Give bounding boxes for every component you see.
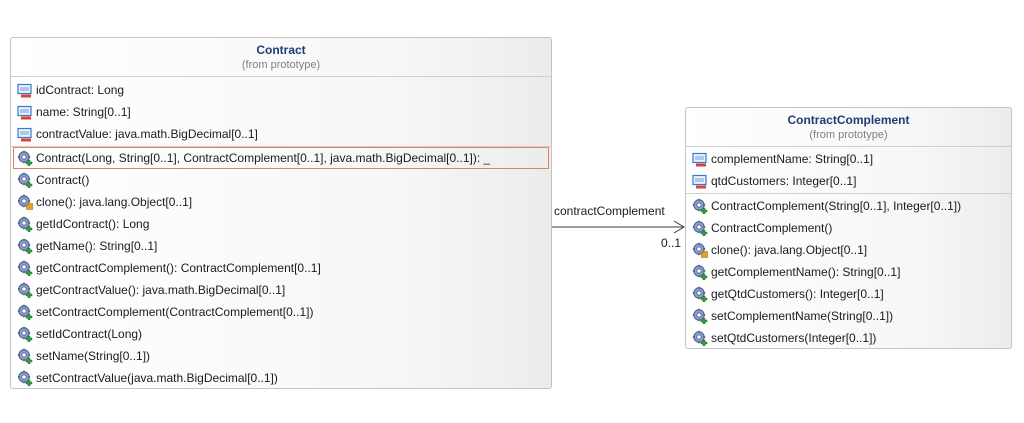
operation-label: getQtdCustomers(): Integer[0..1]	[711, 287, 884, 301]
operation-icon	[17, 172, 33, 189]
operation-label: getContractComplement(): ContractComplem…	[36, 261, 321, 275]
contract-class[interactable]: Contract (from prototype) idContract: Lo…	[10, 37, 552, 389]
operation-row[interactable]: Contract(Long, String[0..1], ContractCom…	[13, 147, 549, 169]
operation-label: setComplementName(String[0..1])	[711, 309, 894, 323]
operation-icon	[692, 220, 708, 237]
operation-label: setContractComplement(ContractComplement…	[36, 305, 314, 319]
operation-icon	[17, 216, 33, 233]
attribute-icon	[17, 104, 33, 120]
attribute-label: complementName: String[0..1]	[711, 152, 874, 166]
attribute-icon	[17, 82, 33, 98]
attribute-row[interactable]: complementName: String[0..1]	[686, 148, 1011, 170]
operation-row[interactable]: setName(String[0..1])	[11, 345, 551, 367]
operation-row[interactable]: setComplementName(String[0..1])	[686, 305, 1011, 327]
operation-row[interactable]: getIdContract(): Long	[11, 213, 551, 235]
operation-icon	[17, 238, 33, 255]
contract-complement-class[interactable]: ContractComplement (from prototype) comp…	[685, 107, 1012, 349]
operation-label: ContractComplement(String[0..1], Integer…	[711, 199, 962, 213]
operation-label: getIdContract(): Long	[36, 217, 150, 231]
attribute-row[interactable]: name: String[0..1]	[11, 101, 551, 123]
operation-row[interactable]: getContractValue(): java.math.BigDecimal…	[11, 279, 551, 301]
operation-row[interactable]: setContractValue(java.math.BigDecimal[0.…	[11, 367, 551, 389]
operation-row[interactable]: setQtdCustomers(Integer[0..1])	[686, 327, 1011, 349]
operation-icon	[17, 260, 33, 277]
operation-label: getComplementName(): String[0..1]	[711, 265, 901, 279]
operation-label: setIdContract(Long)	[36, 327, 143, 341]
operation-icon	[692, 308, 708, 325]
operation-label: setName(String[0..1])	[36, 349, 151, 363]
class-stereotype: (from prototype)	[809, 129, 888, 141]
class-header: Contract (from prototype)	[11, 38, 551, 77]
protected-operation-icon	[17, 194, 33, 210]
operation-icon	[17, 348, 33, 365]
operation-icon	[17, 304, 33, 321]
attributes-compartment: complementName: String[0..1] qtdCustomers…	[686, 147, 1011, 194]
operation-label: Contract()	[36, 173, 90, 187]
navigability-arrow-icon	[673, 220, 685, 234]
operation-icon	[17, 326, 33, 343]
operation-icon	[17, 150, 33, 167]
operation-icon	[692, 330, 708, 347]
attribute-icon	[17, 126, 33, 142]
attribute-label: contractValue: java.math.BigDecimal[0..1…	[36, 127, 258, 141]
operation-row[interactable]: setContractComplement(ContractComplement…	[11, 301, 551, 323]
attribute-icon	[692, 173, 708, 189]
class-name: ContractComplement	[787, 113, 910, 127]
operation-row[interactable]: getContractComplement(): ContractComplem…	[11, 257, 551, 279]
operation-row[interactable]: clone(): java.lang.Object[0..1]	[11, 191, 551, 213]
operation-label: getName(): String[0..1]	[36, 239, 158, 253]
attribute-row[interactable]: qtdCustomers: Integer[0..1]	[686, 170, 1011, 192]
attribute-label: qtdCustomers: Integer[0..1]	[711, 174, 857, 188]
operation-label: clone(): java.lang.Object[0..1]	[711, 243, 868, 257]
operation-label: setContractValue(java.math.BigDecimal[0.…	[36, 371, 278, 385]
attributes-compartment: idContract: Long name: String[0..1] contra…	[11, 77, 551, 147]
operation-row[interactable]: setIdContract(Long)	[11, 323, 551, 345]
association-role-label[interactable]: contractComplement	[554, 204, 665, 218]
operation-icon	[692, 198, 708, 215]
operation-label: clone(): java.lang.Object[0..1]	[36, 195, 193, 209]
operation-row[interactable]: clone(): java.lang.Object[0..1]	[686, 239, 1011, 261]
operation-label: ContractComplement()	[711, 221, 833, 235]
operation-row[interactable]: getComplementName(): String[0..1]	[686, 261, 1011, 283]
operation-row[interactable]: ContractComplement()	[686, 217, 1011, 239]
attribute-label: idContract: Long	[36, 83, 125, 97]
attribute-label: name: String[0..1]	[36, 105, 131, 119]
class-name: Contract	[256, 43, 306, 57]
class-header: ContractComplement (from prototype)	[686, 108, 1011, 147]
attribute-row[interactable]: idContract: Long	[11, 79, 551, 101]
operation-row[interactable]: getQtdCustomers(): Integer[0..1]	[686, 283, 1011, 305]
operations-compartment: ContractComplement(String[0..1], Integer…	[686, 194, 1011, 349]
operation-icon	[17, 282, 33, 299]
operation-row[interactable]: Contract()	[11, 169, 551, 191]
operation-row[interactable]: ContractComplement(String[0..1], Integer…	[686, 195, 1011, 217]
operation-icon	[692, 264, 708, 281]
operation-label: setQtdCustomers(Integer[0..1])	[711, 331, 877, 345]
attribute-icon	[692, 151, 708, 167]
class-stereotype: (from prototype)	[241, 59, 321, 71]
attribute-row[interactable]: contractValue: java.math.BigDecimal[0..1…	[11, 123, 551, 145]
association-multiplicity-label[interactable]: 0..1	[661, 236, 682, 250]
operation-label: Contract(Long, String[0..1], ContractCom…	[36, 151, 491, 165]
operation-icon	[692, 286, 708, 303]
operations-compartment: Contract(Long, String[0..1], ContractCom…	[11, 147, 551, 389]
protected-operation-icon	[692, 242, 708, 258]
operation-label: getContractValue(): java.math.BigDecimal…	[36, 283, 286, 297]
operation-row[interactable]: getName(): String[0..1]	[11, 235, 551, 257]
operation-icon	[17, 370, 33, 387]
